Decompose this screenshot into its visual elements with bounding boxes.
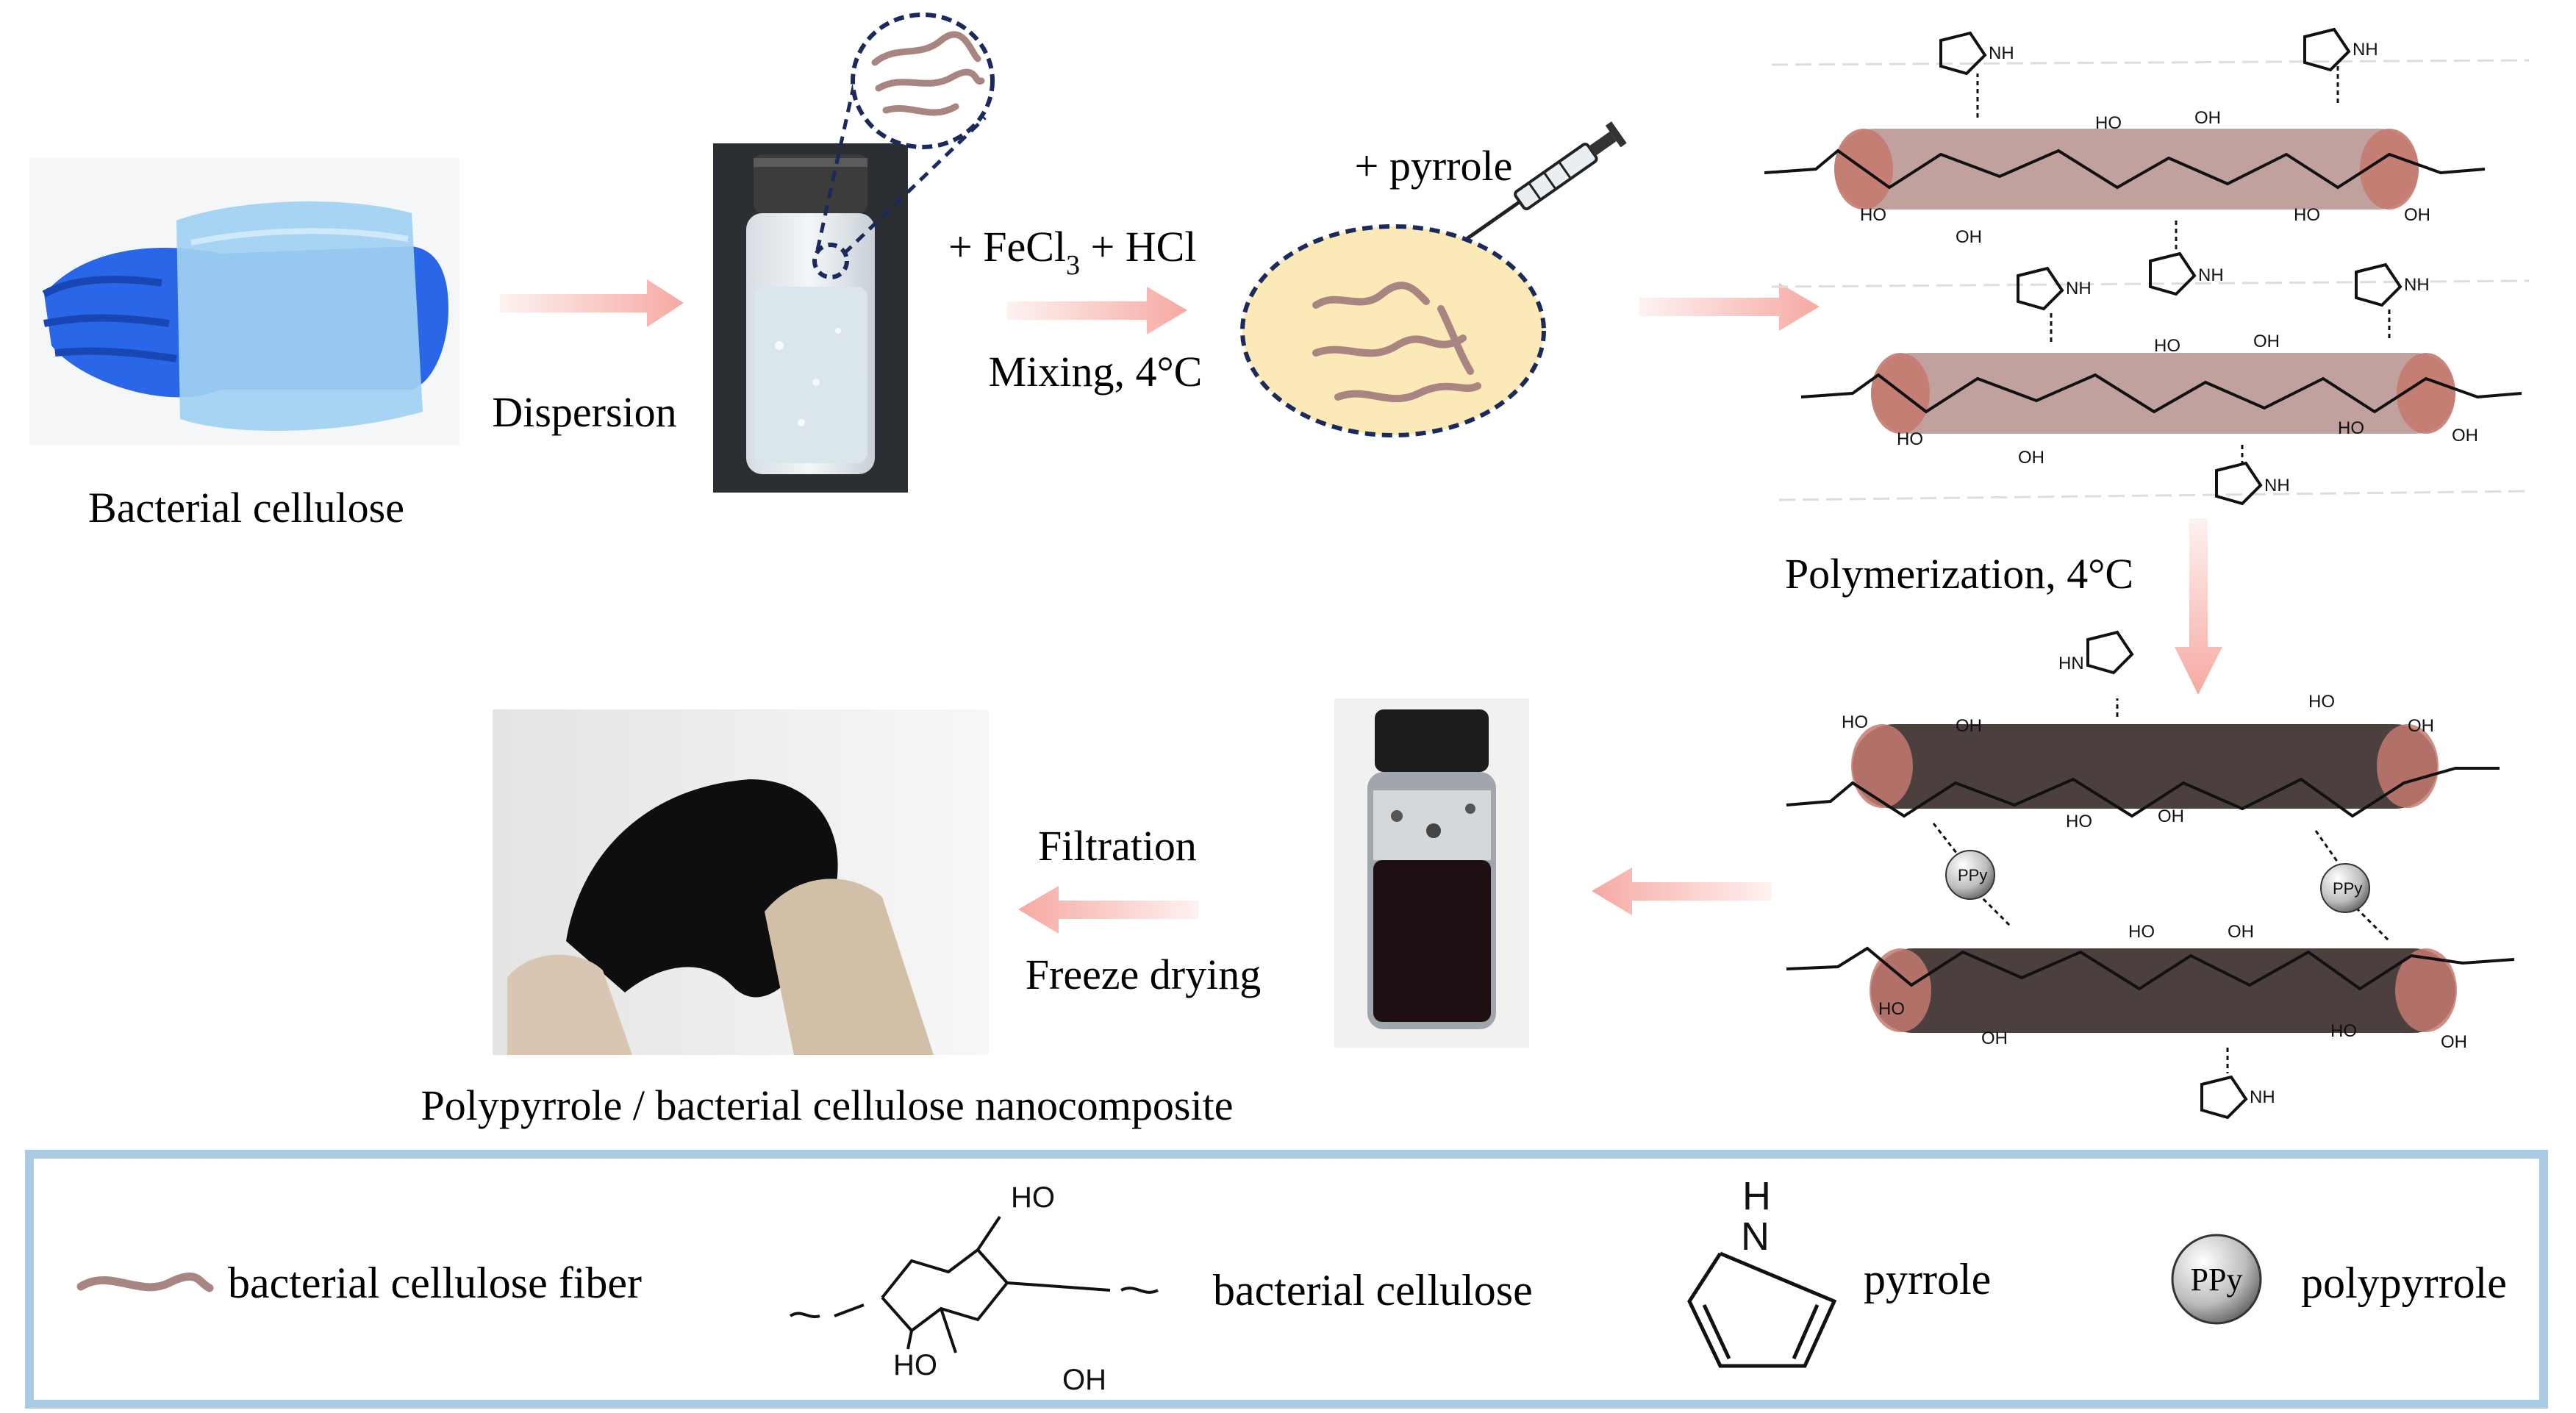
- pyrrole-ring-icon: [1939, 27, 2403, 506]
- svg-text:HO: HO: [1860, 205, 1886, 225]
- svg-text:HO: HO: [2128, 922, 2155, 942]
- pyrrole-ring-icon: [2086, 630, 2248, 1120]
- zoom-inset: [812, 12, 995, 279]
- label-fecl3-hcl: + FeCl3 + HCl: [948, 223, 1196, 281]
- photo-nanocomposite: [493, 709, 989, 1055]
- pyrrole-icon: [1687, 1251, 1837, 1368]
- svg-text:HO: HO: [1011, 1181, 1055, 1214]
- svg-text:NH: NH: [2198, 265, 2224, 285]
- svg-text:OH: OH: [2452, 426, 2478, 446]
- svg-text:HO: HO: [2338, 418, 2364, 438]
- arrow-step3: [1639, 283, 1820, 331]
- label-polymerization: Polymerization, 4°C: [1785, 550, 2133, 598]
- svg-text:NH: NH: [2250, 1087, 2275, 1107]
- label-pyrrole-add: + pyrrole: [1355, 142, 1513, 190]
- svg-text:HN: HN: [2058, 654, 2084, 673]
- label-nanocomposite: Polypyrrole / bacterial cellulose nanoco…: [421, 1081, 1234, 1129]
- legend-box: bacterial cellulose fiber HO HO OH bacte…: [25, 1150, 2548, 1409]
- ppy-sphere-icon: [1945, 850, 2370, 913]
- svg-text:PPy: PPy: [2333, 879, 2362, 898]
- svg-text:NH: NH: [2353, 40, 2378, 60]
- label-bacterial-cellulose: Bacterial cellulose: [88, 484, 404, 532]
- svg-text:OH: OH: [2253, 332, 2280, 351]
- svg-text:HO: HO: [2066, 812, 2092, 831]
- label-mixing: Mixing, 4°C: [989, 348, 1203, 396]
- svg-text:H: H: [1742, 1174, 1771, 1218]
- svg-text:OH: OH: [2158, 806, 2184, 826]
- svg-text:HO: HO: [2294, 205, 2320, 225]
- svg-text:OH: OH: [2408, 716, 2434, 736]
- svg-text:PPy: PPy: [1958, 866, 1987, 884]
- arrow-step4: [2175, 518, 2222, 695]
- svg-text:OH: OH: [1062, 1364, 1106, 1396]
- svg-text:HO: HO: [2154, 336, 2180, 356]
- svg-text:OH: OH: [2194, 108, 2221, 128]
- ppy-sphere-icon: [2171, 1234, 2262, 1325]
- legend-polypyrrole-label: polypyrrole: [2301, 1259, 2507, 1307]
- svg-text:HO: HO: [1897, 429, 1923, 449]
- molecule-labels-dark: HN NH PPy PPy HO OH HO OH HO OH HO OH HO…: [1842, 654, 2467, 1107]
- svg-text:N: N: [1741, 1215, 1770, 1259]
- svg-text:OH: OH: [1981, 1029, 2008, 1048]
- svg-text:OH: OH: [2441, 1032, 2467, 1052]
- glucose-unit-icon: [789, 1215, 1159, 1353]
- arrow-step1: [500, 279, 684, 327]
- syringe-icon: [1461, 121, 1627, 244]
- photo-bacterial-cellulose: [29, 158, 459, 445]
- arrow-step5: [1592, 868, 1772, 915]
- label-dispersion: Dispersion: [492, 388, 676, 436]
- svg-text:OH: OH: [2404, 205, 2430, 225]
- svg-text:NH: NH: [2404, 275, 2430, 295]
- svg-text:OH: OH: [2018, 448, 2044, 468]
- svg-text:NH: NH: [1989, 43, 2014, 63]
- svg-text:OH: OH: [2228, 922, 2254, 942]
- mixture-oval: [1240, 224, 1546, 437]
- label-freeze-drying: Freeze drying: [1026, 951, 1261, 998]
- fiber-icon: [76, 1272, 214, 1292]
- photo-ppy-vial: [1334, 698, 1529, 1048]
- molecule-labels-light: NH NH NH NH NH NH HO OH HO OH HO OH HO O…: [1860, 40, 2478, 496]
- label-filtration: Filtration: [1038, 822, 1197, 870]
- svg-text:HO: HO: [1842, 712, 1868, 732]
- svg-text:HO: HO: [2308, 692, 2335, 712]
- cellulose-rods-dark: [1786, 698, 2515, 1073]
- svg-text:NH: NH: [2264, 476, 2290, 496]
- svg-text:HO: HO: [893, 1349, 937, 1381]
- legend-fiber-label: bacterial cellulose fiber: [228, 1259, 642, 1307]
- arrow-step2: [1007, 287, 1187, 335]
- svg-text:OH: OH: [1956, 716, 1982, 736]
- svg-text:HO: HO: [1878, 999, 1905, 1019]
- svg-text:OH: OH: [1956, 227, 1982, 247]
- arrow-step6: [1018, 886, 1198, 934]
- legend-cellulose-label: bacterial cellulose: [1213, 1266, 1533, 1314]
- photo-dispersion-vial: [713, 143, 908, 493]
- svg-text:HO: HO: [2095, 113, 2122, 133]
- svg-text:HO: HO: [2330, 1021, 2357, 1041]
- svg-text:PPy: PPy: [2191, 1262, 2243, 1298]
- svg-text:NH: NH: [2066, 279, 2092, 298]
- cellulose-rods-light: [1764, 59, 2530, 501]
- legend-pyrrole-label: pyrrole: [1864, 1255, 1991, 1303]
